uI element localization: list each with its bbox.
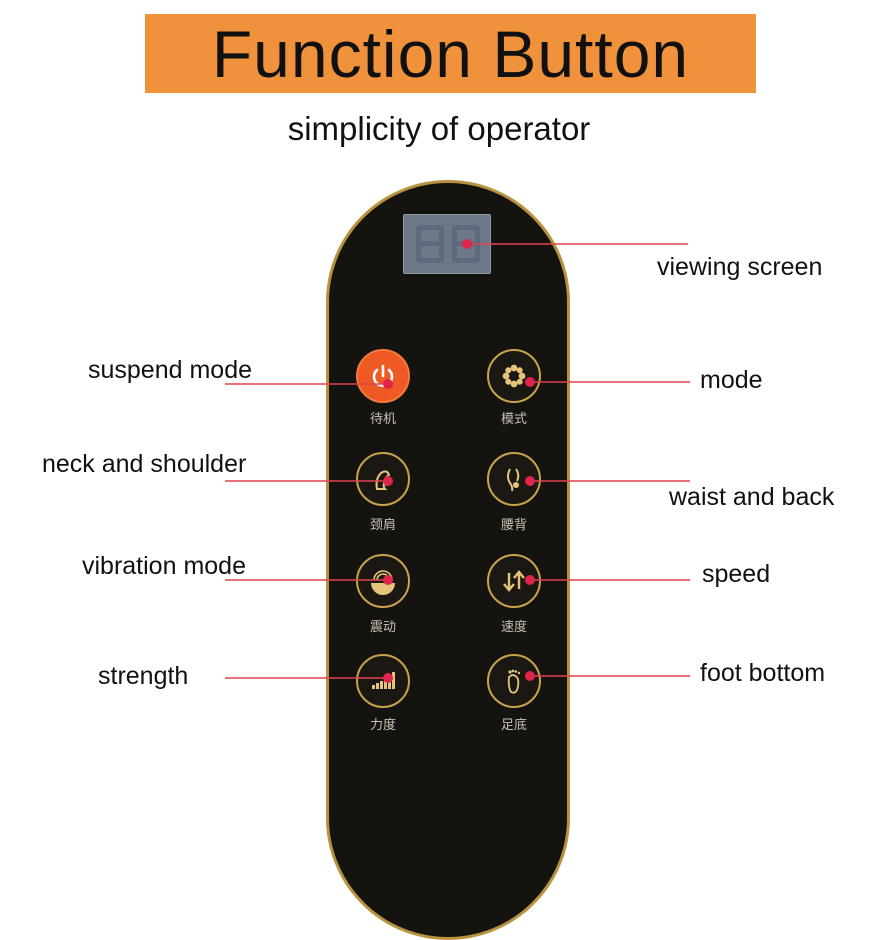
- title-banner: Function Button: [145, 14, 756, 93]
- up-down-arrows-icon: [503, 570, 525, 592]
- power-icon: [372, 364, 394, 387]
- dot-suspend-mode: [383, 379, 393, 389]
- leader-lines: [225, 239, 690, 683]
- display-digit-left: [416, 225, 444, 263]
- dot-vibration-mode: [383, 575, 393, 585]
- flower-icon: [502, 364, 526, 388]
- subtitle: simplicity of operator: [287, 110, 591, 147]
- back-massage-icon: [507, 468, 520, 492]
- callout-foot-bottom: foot bottom: [700, 659, 826, 687]
- mode-label: 模式: [500, 412, 527, 427]
- speed-label: 速度: [500, 620, 527, 635]
- foot-button[interactable]: [487, 654, 541, 708]
- foot-icon: [507, 669, 521, 694]
- dot-speed: [525, 575, 535, 585]
- vibration-label: 震动: [369, 620, 396, 635]
- callout-strength: strength: [98, 662, 189, 690]
- callout-neck-shoulder: neck and shoulder: [42, 450, 247, 478]
- foot-label: 足底: [500, 718, 527, 733]
- standby-button[interactable]: [356, 349, 410, 403]
- callout-vibration-mode: vibration mode: [82, 552, 246, 580]
- vibration-button[interactable]: [356, 554, 410, 608]
- standby-label: 待机: [369, 412, 396, 427]
- neck-shoulder-label: 颈肩: [369, 518, 396, 533]
- strength-label: 力度: [369, 718, 396, 733]
- callout-viewing-screen: viewing screen: [657, 253, 823, 281]
- dot-waist-back: [525, 476, 535, 486]
- callout-waist-back: waist and back: [669, 483, 835, 511]
- dot-foot-bottom: [525, 671, 535, 681]
- viewing-screen-display: [403, 214, 491, 274]
- dot-mode: [525, 377, 535, 387]
- page-title: Function Button: [211, 16, 690, 91]
- dot-neck-shoulder: [383, 476, 393, 486]
- callout-mode: mode: [700, 366, 763, 394]
- mode-button[interactable]: [487, 349, 541, 403]
- callout-suspend-mode: suspend mode: [88, 356, 253, 384]
- neck-shoulder-button[interactable]: [356, 452, 410, 506]
- waist-back-label: 腰背: [500, 518, 527, 533]
- strength-button[interactable]: [356, 654, 410, 708]
- dot-strength: [383, 673, 393, 683]
- callout-speed: speed: [702, 560, 771, 588]
- dot-viewing-screen: [462, 239, 472, 249]
